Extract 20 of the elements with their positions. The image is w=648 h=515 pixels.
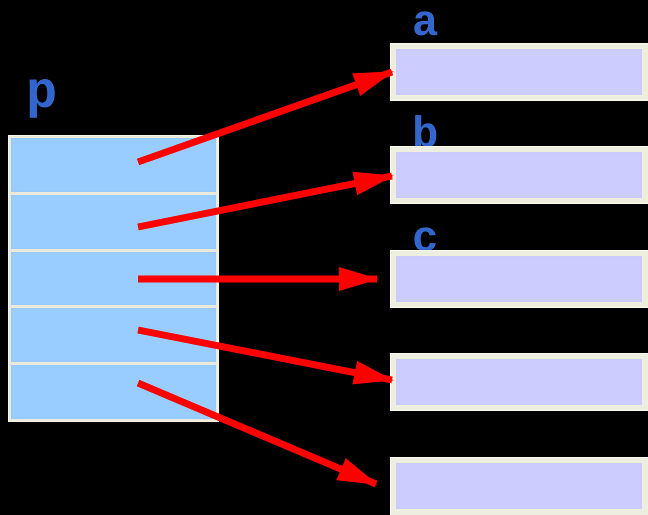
pointer-arrow	[136, 68, 394, 166]
variable-name: c	[412, 218, 438, 262]
variable-name: a	[412, 2, 438, 46]
pointer-arrow	[136, 380, 378, 488]
array-cell	[11, 365, 216, 419]
array-cell	[11, 252, 216, 306]
array-block	[8, 135, 219, 422]
pointer-target-box	[390, 250, 648, 308]
array-cell	[11, 138, 216, 192]
array-cell	[11, 308, 216, 362]
variable-name: b	[412, 114, 438, 158]
pointer-target-box	[390, 43, 648, 101]
pointer-target-box	[390, 146, 648, 204]
variable-name: p	[26, 68, 58, 120]
pointer-arrow	[137, 326, 394, 384]
pointer-target-box	[390, 353, 648, 411]
pointer-target-box	[390, 457, 648, 515]
array-cell	[11, 194, 216, 249]
pointer-arrow	[138, 267, 379, 291]
pointer-arrow	[137, 172, 394, 230]
